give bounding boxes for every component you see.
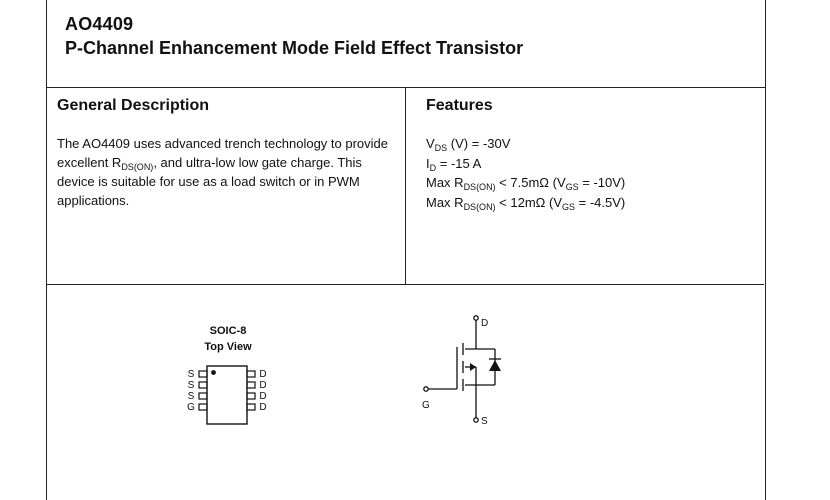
- description-text-start: The AO4409 uses advanced trench technolo…: [57, 136, 388, 170]
- features-panel: Features VDS (V) = -30V ID = -15 A Max R…: [406, 88, 764, 285]
- general-description-text: The AO4409 uses advanced trench technolo…: [57, 134, 397, 210]
- right-pin-label: D: [259, 380, 266, 391]
- drain-label: D: [481, 318, 488, 329]
- left-pin-label: S: [188, 391, 195, 402]
- feature-subscript: DS(ON): [463, 201, 496, 212]
- source-terminal: [473, 417, 479, 423]
- datasheet-page: AO4409 P-Channel Enhancement Mode Field …: [46, 0, 766, 500]
- part-number: AO4409: [65, 14, 134, 34]
- right-pin-label: D: [259, 402, 266, 413]
- feature-subscript: DS(ON): [463, 182, 496, 192]
- feature-text: V: [426, 136, 435, 151]
- feature-text: < 7.5mΩ (V: [495, 175, 566, 190]
- soic8-package-diagram: SOIC-8 Top View S S S G D: [187, 325, 267, 425]
- features-list: VDS (V) = -30V ID = -15 A Max RDS(ON) < …: [426, 134, 625, 212]
- package-subtitle: Top View: [204, 341, 252, 353]
- gate-label: G: [422, 400, 430, 411]
- feature-text: (V) = -30V: [447, 136, 511, 151]
- feature-subscript: DS: [434, 143, 448, 153]
- rdson-subscript: DS(ON): [121, 162, 154, 172]
- left-pin-label: G: [187, 402, 195, 413]
- right-pin-leads: [246, 370, 256, 411]
- feature-text: = -4.5V): [575, 194, 626, 210]
- left-pin-leads: [198, 370, 208, 411]
- feature-subscript: GS: [565, 182, 579, 192]
- feature-text: Max R: [426, 175, 464, 190]
- device-subtitle: P-Channel Enhancement Mode Field Effect …: [65, 38, 524, 58]
- gate-terminal: [423, 386, 429, 392]
- body-diode-icon: [489, 360, 501, 371]
- feature-text: Max R: [426, 194, 464, 210]
- general-description-title: General Description: [57, 97, 210, 114]
- mosfet-schematic-symbol: D G S: [422, 315, 501, 427]
- figure-area: SOIC-8 Top View S S S G D: [47, 285, 765, 500]
- feature-text: = -15 A: [436, 155, 482, 171]
- feature-text: I: [426, 155, 430, 171]
- channel-arrow-icon: [470, 363, 476, 371]
- feature-vds: VDS (V) = -30V: [426, 134, 625, 154]
- feature-text: < 12mΩ (V: [495, 194, 562, 210]
- left-pin-label: S: [188, 369, 195, 380]
- features-title: Features: [426, 97, 493, 114]
- feature-id: ID = -15 A: [426, 154, 625, 174]
- pin1-dot: [211, 370, 216, 375]
- right-pin-label: D: [259, 369, 266, 380]
- description-text-end: , and ultra-low low gate charge. This de…: [57, 155, 362, 208]
- source-label: S: [481, 416, 488, 427]
- right-pin-label: D: [259, 391, 266, 402]
- feature-text: = -10V): [578, 175, 626, 190]
- feature-rdson-4v5: Max RDS(ON) < 12mΩ (VGS = -4.5V): [426, 193, 625, 213]
- general-description-panel: General Description The AO4409 uses adva…: [47, 88, 406, 285]
- left-pin-label: S: [188, 380, 195, 391]
- feature-subscript: GS: [562, 201, 576, 212]
- feature-subscript: D: [429, 162, 437, 173]
- drain-terminal: [473, 315, 479, 321]
- feature-rdson-10v: Max RDS(ON) < 7.5mΩ (VGS = -10V): [426, 173, 625, 193]
- package-title: SOIC-8: [210, 325, 247, 337]
- header: AO4409 P-Channel Enhancement Mode Field …: [47, 0, 765, 88]
